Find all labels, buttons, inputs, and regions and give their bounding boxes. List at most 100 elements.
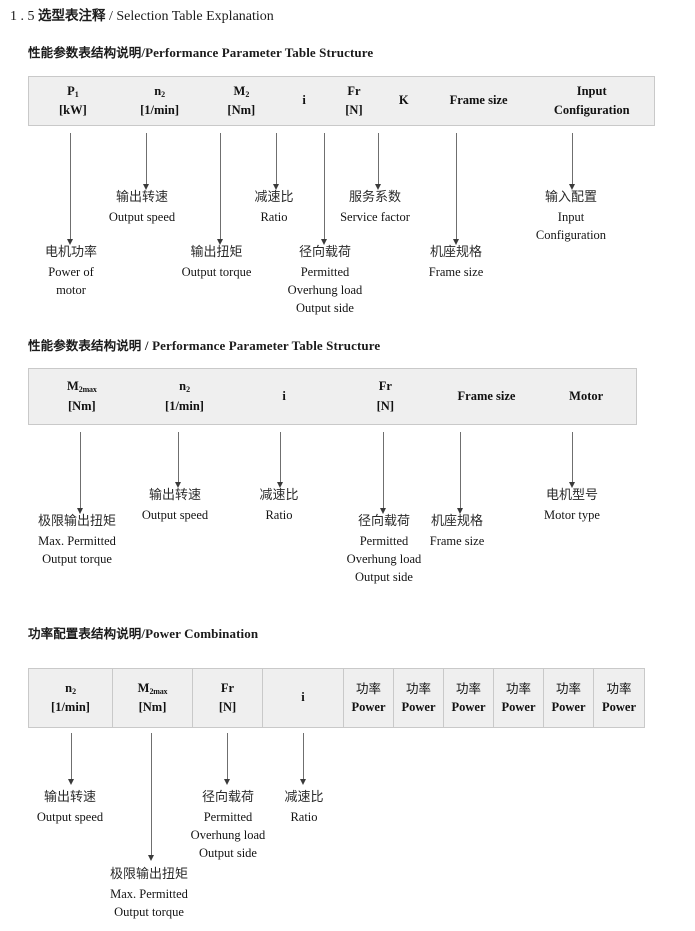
- table3-col-n2-symbol: n: [65, 680, 73, 695]
- table3-col-m2max: M2max [Nm]: [113, 669, 193, 727]
- annotation-ratio-3: 减速比 Ratio: [264, 789, 344, 826]
- table1-col-p1: P1 [kW]: [29, 77, 117, 125]
- annotation-output-speed-2: 输出转速 Output speed: [124, 487, 226, 524]
- annotation-permitted-overhung-load-3-en2: Overhung load: [190, 827, 266, 842]
- annotation-max-permitted-output-torque-en1: Max. Permitted: [38, 533, 116, 548]
- annotation-output-torque-en1: Output torque: [181, 264, 252, 279]
- table3-col-fr-unit: [N]: [218, 700, 237, 714]
- annotation-power-of-motor-cn: 电机功率: [44, 245, 97, 260]
- table1-col-n2-symbol: n: [154, 83, 162, 98]
- arrow-to-permitted-overhung-load: [320, 133, 329, 245]
- annotation-ratio-en1: Ratio: [260, 209, 288, 224]
- table1-col-m2-symbol: M: [233, 83, 246, 98]
- annotation-frame-size-en1: Frame size: [428, 264, 484, 279]
- arrow-to-output-speed-3: [67, 733, 76, 785]
- table1-col-m2-sub: 2: [245, 89, 250, 99]
- table1-col-k-symbol: K: [398, 93, 409, 108]
- table3-col-n2-unit: [1/min]: [51, 700, 90, 714]
- arrow-to-output-speed-2: [174, 432, 183, 488]
- table3-col-power-6-en: Power: [601, 700, 636, 714]
- table1-col-n2-sub: 2: [161, 89, 165, 99]
- annotation-frame-size-cn: 机座规格: [429, 245, 482, 260]
- arrow-to-ratio-2: [276, 432, 285, 488]
- page-title: 1 . 5 选型表注释 / Selection Table Explanatio…: [10, 4, 274, 25]
- table1-col-input-configuration-line2: Configuration: [553, 103, 630, 117]
- annotation-ratio-3-cn: 减速比: [284, 790, 324, 805]
- table1-col-n2: n2 [1/min]: [117, 77, 203, 125]
- table3-col-power-1-cn: 功率: [355, 680, 381, 696]
- annotation-output-speed-2-en1: Output speed: [141, 507, 209, 522]
- arrow-to-output-speed: [142, 133, 151, 190]
- annotation-max-permitted-output-torque-3-cn: 极限输出扭矩: [109, 867, 188, 882]
- table2-col-fr: Fr [N]: [334, 369, 437, 424]
- table1-col-k: K: [380, 77, 428, 125]
- table3-col-n2-sub: 2: [72, 686, 76, 696]
- section-1-heading-cn: 性能参数表结构说明: [28, 45, 142, 60]
- table2-col-i-symbol: i: [282, 388, 286, 403]
- annotation-service-factor: 服务系数 Service factor: [329, 189, 421, 226]
- annotation-output-speed-cn: 输出转速: [115, 190, 168, 205]
- arrow-to-power-of-motor: [66, 133, 75, 245]
- section-3-heading-sep: /: [141, 626, 146, 641]
- arrow-to-input-configuration: [568, 133, 577, 190]
- annotation-ratio-2-cn: 减速比: [259, 488, 299, 503]
- table2-col-n2-unit: [1/min]: [165, 398, 204, 413]
- annotation-permitted-overhung-load-2-en2: Overhung load: [346, 551, 422, 566]
- annotation-ratio-cn: 减速比: [254, 190, 294, 205]
- annotation-frame-size: 机座规格 Frame size: [411, 244, 501, 281]
- annotation-motor-type-cn: 电机型号: [545, 488, 598, 503]
- table2-col-i: i: [234, 369, 334, 424]
- table3-col-fr: Fr [N]: [193, 669, 263, 727]
- table1-col-input-configuration-line1: Input: [576, 83, 607, 98]
- arrow-to-frame-size-2: [456, 432, 465, 514]
- annotation-permitted-overhung-load: 径向载荷 Permitted Overhung load Output side: [269, 244, 381, 317]
- table3-col-power-6: 功率 Power: [594, 669, 644, 727]
- table1-col-fr-symbol: Fr: [347, 83, 361, 98]
- annotation-max-permitted-output-torque-3: 极限输出扭矩 Max. Permitted Output torque: [92, 866, 206, 921]
- section-1-heading: 性能参数表结构说明/Performance Parameter Table St…: [28, 42, 373, 61]
- annotation-permitted-overhung-load-3-en1: Permitted: [203, 809, 253, 824]
- section-1-heading-sep: /: [141, 45, 146, 60]
- table1-col-fr-unit: [N]: [345, 103, 363, 117]
- table3-col-power-4-en: Power: [501, 700, 536, 714]
- annotation-input-configuration-en1: Input: [557, 209, 585, 224]
- arrow-to-permitted-overhung-load-3: [223, 733, 232, 785]
- table2-col-m2max-unit: [Nm]: [67, 398, 96, 413]
- table1-col-i-symbol: i: [302, 93, 306, 108]
- annotation-output-speed-3-cn: 输出转速: [43, 790, 96, 805]
- table3-col-power-5: 功率 Power: [544, 669, 594, 727]
- section-3-heading-cn: 功率配置表结构说明: [28, 626, 142, 641]
- annotation-permitted-overhung-load-3-cn: 径向载荷: [201, 790, 254, 805]
- table3-col-power-6-cn: 功率: [606, 680, 632, 696]
- arrow-to-output-torque: [216, 133, 225, 245]
- table3-col-i: i: [263, 669, 344, 727]
- annotation-max-permitted-output-torque-en2: Output torque: [42, 551, 112, 566]
- table2-col-m2max-symbol: M: [66, 379, 79, 394]
- table2-col-fr-unit: [N]: [376, 398, 394, 413]
- table1-col-frame-size-label: Frame size: [449, 93, 508, 108]
- annotation-power-of-motor: 电机功率 Power of motor: [16, 244, 126, 299]
- annotation-power-of-motor-en2: motor: [56, 282, 86, 297]
- table1-col-fr: Fr [N]: [328, 77, 380, 125]
- annotation-output-speed-3: 输出转速 Output speed: [20, 789, 120, 826]
- arrow-to-max-permitted-output-torque: [76, 432, 85, 514]
- table3-col-i-symbol: i: [301, 690, 305, 705]
- annotation-max-permitted-output-torque-cn: 极限输出扭矩: [37, 514, 116, 529]
- table1-col-frame-size: Frame size: [428, 77, 530, 125]
- annotation-output-torque-cn: 输出扭矩: [190, 245, 243, 260]
- section-title-en: Selection Table Explanation: [116, 9, 274, 24]
- table1-col-p1-sub: 1: [74, 89, 79, 99]
- annotation-output-torque: 输出扭矩 Output torque: [165, 244, 268, 281]
- section-2-heading-sep: /: [144, 338, 149, 353]
- annotation-max-permitted-output-torque-3-en1: Max. Permitted: [110, 886, 188, 901]
- annotation-permitted-overhung-load-2: 径向载荷 Permitted Overhung load Output side: [328, 513, 440, 586]
- annotation-max-permitted-output-torque-3-en2: Output torque: [114, 904, 184, 919]
- annotation-output-speed-en1: Output speed: [108, 209, 176, 224]
- table2-col-fr-symbol: Fr: [378, 379, 392, 394]
- table3-col-power-2: 功率 Power: [394, 669, 444, 727]
- table1-col-n2-unit: [1/min]: [140, 103, 180, 117]
- table2-col-m2max: M2max [Nm]: [29, 369, 135, 424]
- performance-parameter-table-2: M2max [Nm] n2 [1/min] i Fr [N] Frame siz…: [28, 368, 637, 425]
- table1-col-m2: M2 [Nm]: [202, 77, 280, 125]
